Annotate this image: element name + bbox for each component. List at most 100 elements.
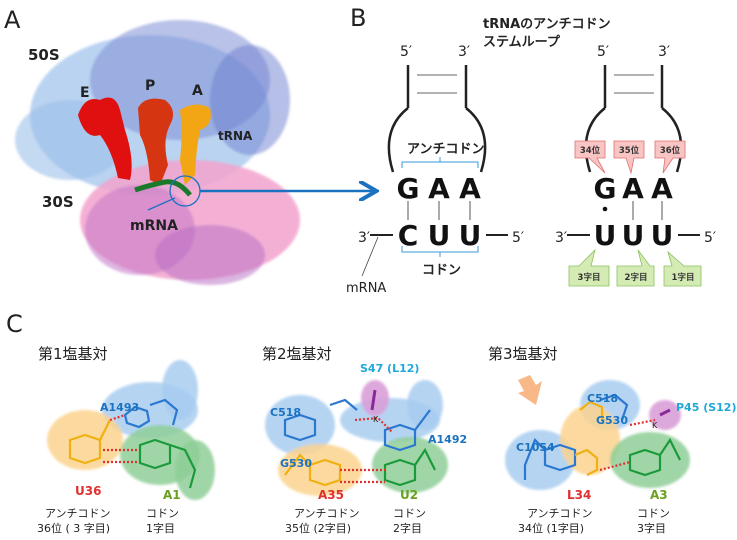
molecular-surface <box>265 380 448 496</box>
codon-position-caption: 2字目 <box>393 521 422 535</box>
anticodon-base-label: U36 <box>75 484 101 498</box>
residue-label: C1054 <box>516 441 555 454</box>
codon-position-caption: 3字目 <box>637 521 666 535</box>
anticodon-base: G <box>397 172 420 205</box>
position-callout-34: 34位 <box>574 140 606 174</box>
codon-caption: コドン <box>637 507 670 520</box>
panel-c-label: C <box>6 310 23 338</box>
panel-a-label: A <box>4 6 21 34</box>
residue-label: C518 <box>270 406 301 419</box>
anticodon-base: A <box>459 172 481 205</box>
anticodon-base: G <box>594 172 617 205</box>
mrna-five-prime: 5′ <box>512 230 524 246</box>
position-label: 34位 <box>580 145 601 156</box>
pair-title: 第2塩基対 <box>262 345 332 363</box>
residue-label: A1493 <box>100 401 139 414</box>
codon-base-label: A3 <box>650 488 668 502</box>
anticodon-position-caption: 35位 (2字目) <box>285 521 351 535</box>
ion-label: K <box>652 421 658 430</box>
mrna-strand <box>134 179 192 197</box>
codon-label: コドン <box>422 263 461 278</box>
mrna-three-prime: 3′ <box>358 230 370 246</box>
position-label: 35位 <box>619 145 640 156</box>
panel-b: B tRNAのアンチコドン ステムループ 5′ 3′ アンチコドン G A A … <box>346 4 716 296</box>
orange-arrow-icon <box>518 375 542 405</box>
protein-label: S47 (L12) <box>360 362 419 375</box>
three-prime-label: 3′ <box>458 44 470 60</box>
anticodon-base: A <box>622 172 644 205</box>
codon-base: U <box>594 219 617 252</box>
stem-loop-right: 5′ 3′ 34位 35位 36位 G A A <box>555 44 716 287</box>
stick-model <box>68 398 197 489</box>
codon-position-callout-1: 1字目 <box>663 250 702 287</box>
label-a-site: A <box>192 83 203 99</box>
codon-base: U <box>428 219 451 252</box>
stick-model <box>283 389 436 487</box>
five-prime-label: 5′ <box>597 44 609 60</box>
mrna-five-prime: 5′ <box>704 230 716 246</box>
panel-a: A 50S 30S E P A tRNA mRNA <box>4 6 374 285</box>
base-pair-1: 第1塩基対 A1493 U36 A1 アンチコドン 36位 ( 3 字目) コド… <box>37 345 215 535</box>
base-pair-3: 第3塩基対 K C518 C1054 G530 P45 <box>488 345 736 535</box>
residue-label: G530 <box>280 457 312 470</box>
protein-label: P45 (S12) <box>676 401 736 414</box>
p-site-trna <box>138 98 174 185</box>
a-site-trna <box>180 104 211 185</box>
anticodon-base-label: L34 <box>567 488 591 502</box>
residue-label: C518 <box>587 392 618 405</box>
panel-b-title-line2: ステムループ <box>483 35 561 50</box>
pair-title: 第3塩基対 <box>488 345 558 363</box>
label-50s: 50S <box>28 46 60 64</box>
panel-c: C 第1塩基対 A1493 U36 A1 アンチコドン 36位 ( 3 字目) <box>6 310 736 535</box>
codon-base-label: A1 <box>163 488 181 502</box>
residue-label: A1492 <box>428 433 467 446</box>
anticodon-caption: アンチコドン <box>294 507 360 520</box>
anticodon-base-label: A35 <box>318 488 344 502</box>
panel-b-title-line1: tRNAのアンチコドン <box>483 17 611 32</box>
wobble-dot <box>602 206 608 212</box>
molecular-surface <box>47 360 215 500</box>
base-pair-2: 第2塩基対 S47 (L12) K C518 A1492 G530 <box>262 345 467 535</box>
codon-position-label: 3字目 <box>578 272 601 283</box>
molecular-surface <box>505 380 690 490</box>
position-callout-36: 36位 <box>654 140 686 174</box>
five-prime-label: 5′ <box>400 44 412 60</box>
stick-model <box>523 393 681 480</box>
codon-base: U <box>622 219 645 252</box>
ion-label: K <box>373 415 379 424</box>
anticodon-caption: アンチコドン <box>45 507 111 520</box>
label-30s: 30S <box>42 193 74 211</box>
anticodon-position-caption: 36位 ( 3 字目) <box>37 521 110 535</box>
label-e-site: E <box>80 85 90 101</box>
codon-base: C <box>398 219 419 252</box>
anticodon-base: A <box>651 172 673 205</box>
mrna-three-prime: 3′ <box>555 230 567 246</box>
codon-position-callout-2: 2字目 <box>616 249 655 287</box>
codon-position-label: 1字目 <box>672 272 695 283</box>
three-prime-label: 3′ <box>658 44 670 60</box>
codon-position-label: 2字目 <box>625 272 648 283</box>
codon-base: U <box>651 219 674 252</box>
pair-title: 第1塩基対 <box>38 345 108 363</box>
label-trna: tRNA <box>218 129 253 143</box>
e-site-trna <box>78 97 132 180</box>
stem-loop-left: 5′ 3′ アンチコドン G A A C U U 3′ 5′ コドン <box>346 44 524 296</box>
mrna-pointer-line <box>147 197 176 211</box>
codon-base: U <box>459 219 482 252</box>
codon-position-callout-3: 3字目 <box>568 248 610 287</box>
label-p-site: P <box>145 78 155 94</box>
anticodon-caption: アンチコドン <box>527 507 593 520</box>
codon-caption: コドン <box>393 507 426 520</box>
position-callout-35: 35位 <box>613 140 645 175</box>
anticodon-base: A <box>428 172 450 205</box>
codon-base-label: U2 <box>400 488 418 502</box>
ribosome-large-subunit <box>15 20 290 195</box>
residue-label: G530 <box>596 414 628 427</box>
codon-caption: コドン <box>146 507 179 520</box>
position-label: 36位 <box>660 145 681 156</box>
anticodon-position-caption: 34位 (1字目) <box>518 521 584 535</box>
mrna-label: mRNA <box>346 281 386 296</box>
label-mrna: mRNA <box>130 218 178 234</box>
codon-position-caption: 1字目 <box>146 521 175 535</box>
